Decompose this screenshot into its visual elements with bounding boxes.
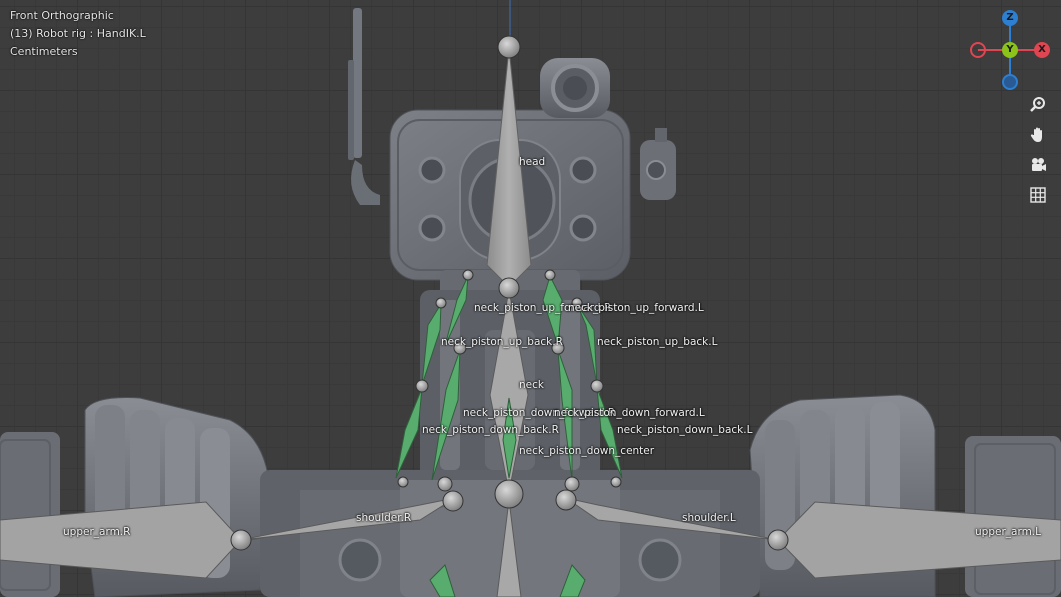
bone-label-neck-piston-down-back-r: neck_piston_down_back.R (422, 424, 559, 436)
bone-label-shoulder-l: shoulder.L (682, 512, 736, 524)
bone-label-neck-piston-up-forward-l: neck_piston_up_forward.L (568, 302, 704, 314)
bone-label-neck: neck (519, 379, 544, 391)
hand-pan-icon (1030, 127, 1042, 142)
bone-upper-arm-l (777, 501, 1061, 579)
z-axis-label: Z (1006, 12, 1014, 23)
object-info: (13) Robot rig : HandIK.L (10, 27, 146, 40)
bone-label-neck-piston-up-back-l: neck_piston_up_back.L (597, 336, 718, 348)
bone-label-neck-piston-down-center: neck_piston_down_center (519, 445, 655, 457)
bone-spine (496, 499, 522, 597)
bone-label-neck-piston-up-back-r: neck_piston_up_back.R (441, 336, 563, 348)
y-axis-label: Y (1006, 44, 1014, 55)
y-axis-ball[interactable]: Y (1002, 42, 1018, 58)
green-piston-bones (395, 274, 623, 597)
view-name: Front Orthographic (10, 9, 114, 22)
pan-button[interactable] (1026, 123, 1050, 147)
navigation-gizmo[interactable]: Z Y X (966, 8, 1054, 92)
bone-label-upper-arm-l: upper_arm.L (975, 526, 1041, 538)
neg-x-axis-ball (970, 42, 986, 58)
head-mesh (389, 58, 676, 300)
bone-label-neck-piston-down-forward-l: neck_piston_down_forward.L (554, 407, 705, 419)
bone-joints (230, 35, 789, 551)
bone-label-upper-arm-r: upper_arm.R (63, 526, 131, 538)
camera-view-button[interactable] (1026, 153, 1050, 177)
x-axis-label: X (1038, 44, 1046, 55)
bone-upper-arm-r (0, 501, 242, 579)
zoom-button[interactable] (1026, 93, 1050, 117)
bone-label-neck-piston-down-back-l: neck_piston_down_back.L (617, 424, 753, 436)
x-axis-ball[interactable]: X (1034, 42, 1050, 58)
bone-label-head: head (519, 156, 546, 168)
bone-label-neck-piston-up-forward-r: neck_piston_up_forward.R (474, 302, 612, 314)
bone-label-shoulder-r: shoulder.R (356, 512, 412, 524)
z-axis-ball[interactable]: Z (1002, 10, 1018, 26)
antenna-mesh (348, 8, 380, 205)
bone-label-neck-piston-down-forward-r: neck_piston_down_forward.R (463, 407, 616, 419)
zoom-icon (1030, 97, 1045, 112)
grid-icon (1030, 187, 1046, 203)
camera-icon (1032, 158, 1046, 171)
grid-toggle-button[interactable] (1026, 183, 1050, 207)
neg-z-axis-ball (1002, 74, 1018, 90)
units-label: Centimeters (10, 45, 78, 58)
